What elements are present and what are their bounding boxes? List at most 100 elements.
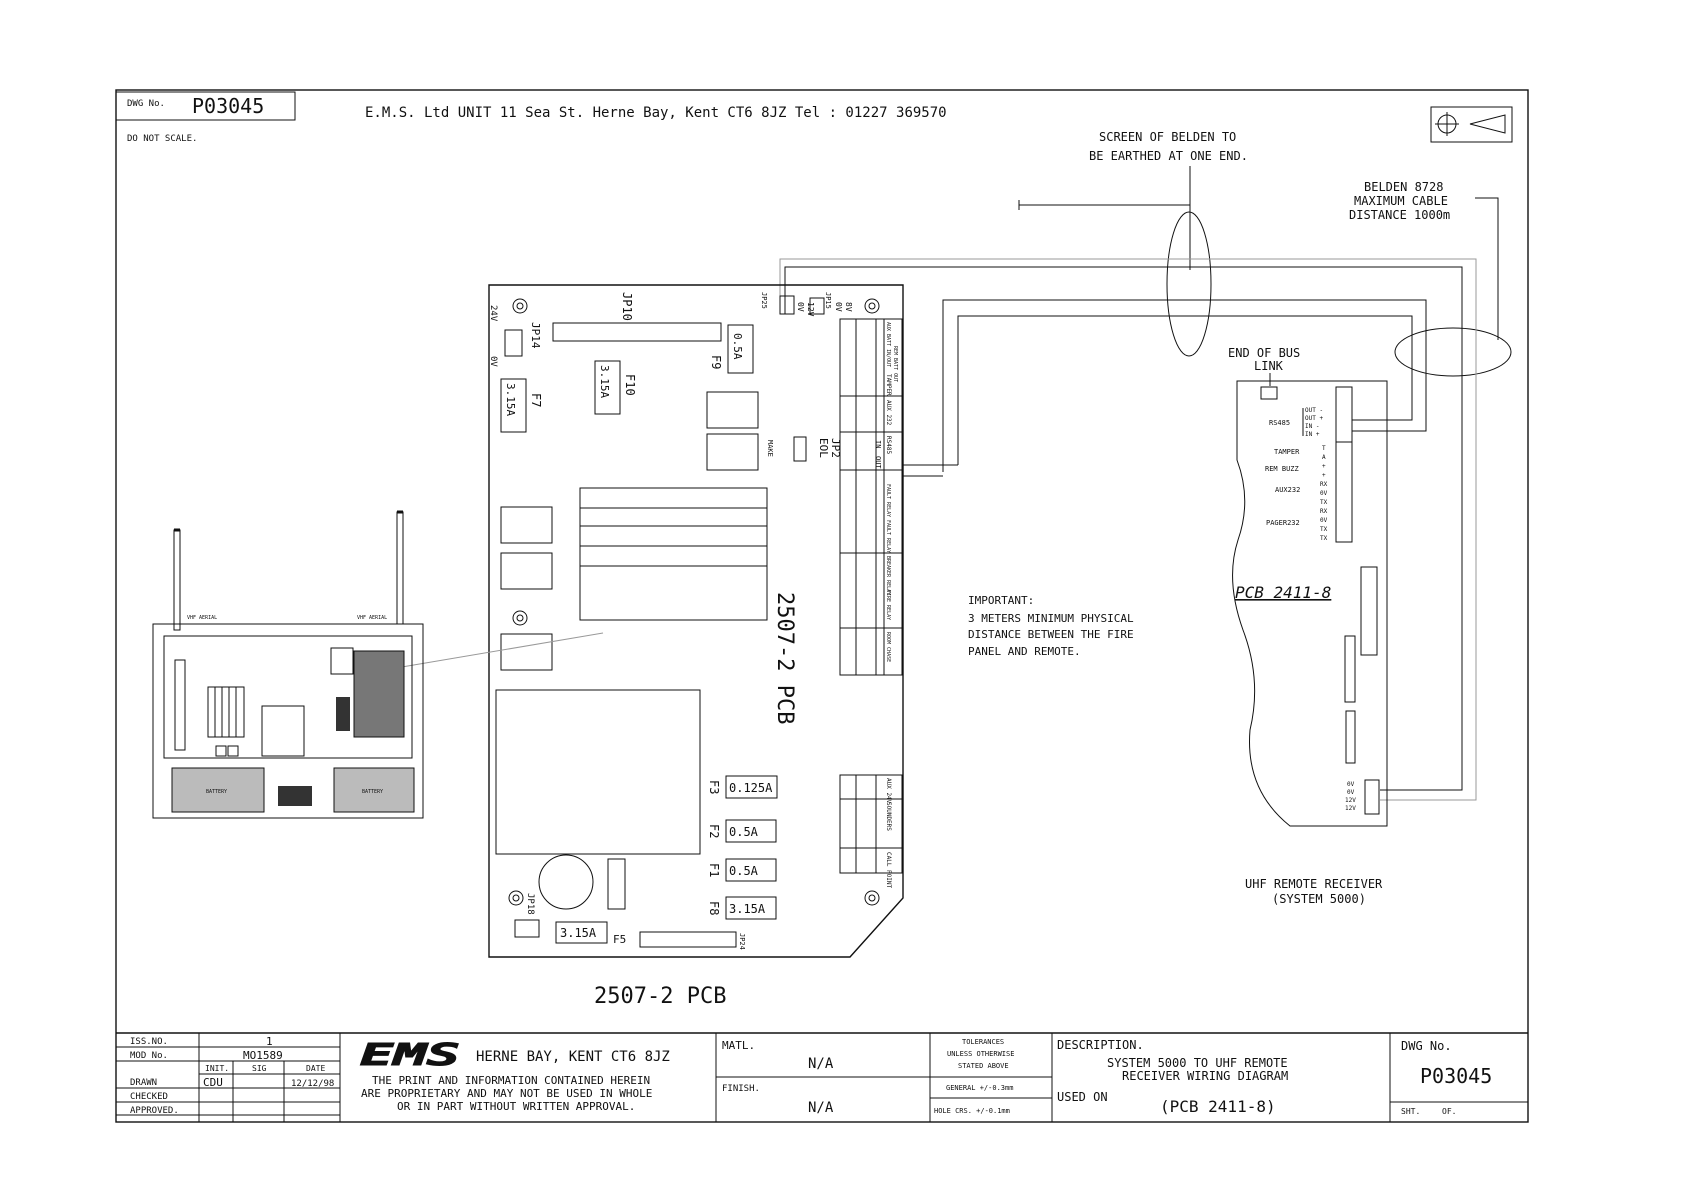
remote-power-0v-b: 0V: [1347, 789, 1355, 796]
term-aux-24v: AUX 24V: [885, 778, 892, 804]
top-title-block: DWG No. P03045 DO NOT SCALE. E.M.S. Ltd …: [115, 91, 947, 144]
remote-pin-1: A: [1322, 454, 1326, 461]
terminal-block-top: AUX BATT IN/OUT REM BATT OUT TAMPER AUX …: [839, 318, 903, 676]
remote-power-12v-b: 12V: [1345, 805, 1356, 812]
used-on-label: USED ON: [1057, 1090, 1108, 1104]
top-dwg-no: P03045: [192, 94, 264, 118]
description-label: DESCRIPTION.: [1057, 1038, 1144, 1052]
proprietary-line2: ARE PROPRIETARY AND MAY NOT BE USED IN W…: [361, 1087, 652, 1100]
tolerance-line3: STATED ABOVE: [958, 1062, 1009, 1070]
jp14-0v: 0V: [488, 356, 498, 367]
f10-label: F10: [623, 374, 637, 396]
term-room-chase: ROOM CHASE: [885, 632, 891, 662]
remote-aux232: AUX232: [1275, 486, 1300, 494]
do-not-scale: DO NOT SCALE.: [127, 134, 197, 144]
tolerance-line1: TOLERANCES: [962, 1038, 1004, 1046]
f2-label: F2: [707, 824, 721, 838]
f8-value: 3.15A: [729, 902, 766, 916]
tolerance-line2: UNLESS OTHERWISE: [947, 1050, 1014, 1058]
ems-logo: EMS: [360, 1038, 461, 1074]
remote-pin-10: TX: [1320, 535, 1328, 542]
important-line2: DISTANCE BETWEEN THE FIRE: [968, 628, 1134, 641]
top-dwg-no-label: DWG No.: [127, 99, 165, 109]
approved-label: APPROVED.: [130, 1106, 179, 1116]
bottom-dwg-no-label: DWG No.: [1401, 1039, 1452, 1053]
f9-label: F9: [709, 355, 723, 369]
jp15-0v: 0V: [834, 302, 843, 312]
mod-no-value: MO1589: [243, 1049, 283, 1062]
remote-pin-4: RX: [1320, 481, 1328, 488]
battery-left-label: BATTERY: [206, 789, 227, 795]
finish-label: FINISH.: [722, 1084, 760, 1094]
date-label: DATE: [306, 1064, 325, 1073]
iss-no-label: ISS.NO.: [130, 1037, 168, 1047]
eol-label: EOL: [817, 438, 830, 458]
screen-note-line2: BE EARTHED AT ONE END.: [1089, 149, 1248, 163]
remote-pin-0: T: [1322, 445, 1326, 452]
iss-no-value: 1: [266, 1035, 273, 1048]
remote-rs485: RS485: [1269, 419, 1290, 427]
important-title: IMPORTANT:: [968, 594, 1034, 607]
important-line3: PANEL AND REMOTE.: [968, 645, 1081, 658]
battery-right-label: BATTERY: [362, 789, 383, 795]
finish-value: N/A: [808, 1100, 834, 1116]
description-line1: SYSTEM 5000 TO UHF REMOTE: [1107, 1056, 1288, 1070]
mod-no-label: MOD No.: [130, 1051, 168, 1061]
f1-label: F1: [707, 863, 721, 877]
mounting-holes: [508, 298, 880, 906]
checked-label: CHECKED: [130, 1092, 168, 1102]
important-line1: 3 METERS MINIMUM PHYSICAL: [968, 612, 1134, 625]
f5-value: 3.15A: [560, 926, 597, 940]
tolerance-general: GENERAL +/-0.3mm: [946, 1084, 1013, 1092]
cable-runs: [779, 258, 1477, 801]
heatsink: [579, 487, 768, 621]
remote-pcb-label: PCB 2411-8: [1235, 583, 1331, 602]
init-label: INIT.: [205, 1064, 229, 1073]
f3-value: 0.125A: [729, 781, 773, 795]
term-fault-relay-2: FAULT RELAY: [885, 520, 891, 553]
terminal-block-bottom: AUX 24V SOUNDERS CALL POINT: [839, 774, 903, 889]
remote-out-minus: OUT -: [1305, 407, 1323, 414]
aerial-left-label: VHF AERIAL: [187, 615, 217, 621]
cable-note-line3: DISTANCE 1000m: [1349, 208, 1450, 222]
f8-label: F8: [707, 901, 721, 915]
f7-label: F7: [529, 393, 543, 407]
term-call-point: CALL POINT: [885, 852, 892, 889]
remote-caption-line1: UHF REMOTE RECEIVER: [1245, 877, 1383, 891]
make-label: MAKE: [766, 440, 774, 457]
drawing-border: [115, 89, 1529, 1123]
end-of-bus-line1: END OF BUS: [1228, 346, 1300, 360]
company-line: E.M.S. Ltd UNIT 11 Sea St. Herne Bay, Ke…: [365, 105, 947, 121]
remote-in-minus: IN -: [1305, 423, 1319, 430]
remote-pin-3: +: [1322, 472, 1326, 479]
remote-pin-5: 0V: [1320, 490, 1328, 497]
bottom-title-block: ISS.NO. 1 MOD No. MO1589 INIT. SIG DATE …: [116, 1032, 1528, 1122]
remote-pin-7: RX: [1320, 508, 1328, 515]
remote-pcb: END OF BUS LINK RS485 OUT - OUT + IN - I…: [1228, 346, 1388, 827]
term-fault-relay-1: FAULT RELAY: [885, 484, 891, 517]
proprietary-line1: THE PRINT AND INFORMATION CONTAINED HERE…: [372, 1074, 650, 1087]
proprietary-line3: OR IN PART WITHOUT WRITTEN APPROVAL.: [397, 1100, 635, 1113]
cable-note-leader: [1394, 197, 1512, 377]
matl-label: MATL.: [722, 1039, 755, 1052]
panel-enclosure: VHF AERIAL VHF AERIAL BATTERY BATTERY: [152, 510, 424, 819]
remote-rem-buzz: REM BUZZ: [1265, 465, 1299, 473]
remote-power-0v-a: 0V: [1347, 781, 1355, 788]
term-rs485-in: IN: [874, 440, 882, 448]
remote-out-plus: OUT +: [1305, 415, 1323, 422]
remote-power-12v-a: 12V: [1345, 797, 1356, 804]
remote-in-plus: IN +: [1305, 431, 1320, 438]
jp14-label: JP14: [529, 322, 542, 349]
tolerance-hole: HOLE CRS. +/-0.1mm: [934, 1107, 1010, 1115]
remote-pin-9: TX: [1320, 526, 1328, 533]
term-fire-relay: FIRE RELAY: [885, 590, 891, 620]
drawn-init: CDU: [203, 1076, 223, 1089]
used-on-value: (PCB 2411-8): [1160, 1097, 1276, 1116]
jp14-24v: 24V: [488, 305, 498, 322]
end-of-bus-line2: LINK: [1254, 359, 1284, 373]
remote-tamper: TAMPER: [1274, 448, 1300, 456]
description-line2: RECEIVER WIRING DIAGRAM: [1122, 1069, 1288, 1083]
remote-pager232: PAGER232: [1266, 519, 1300, 527]
aerial-right-label: VHF AERIAL: [357, 615, 387, 621]
